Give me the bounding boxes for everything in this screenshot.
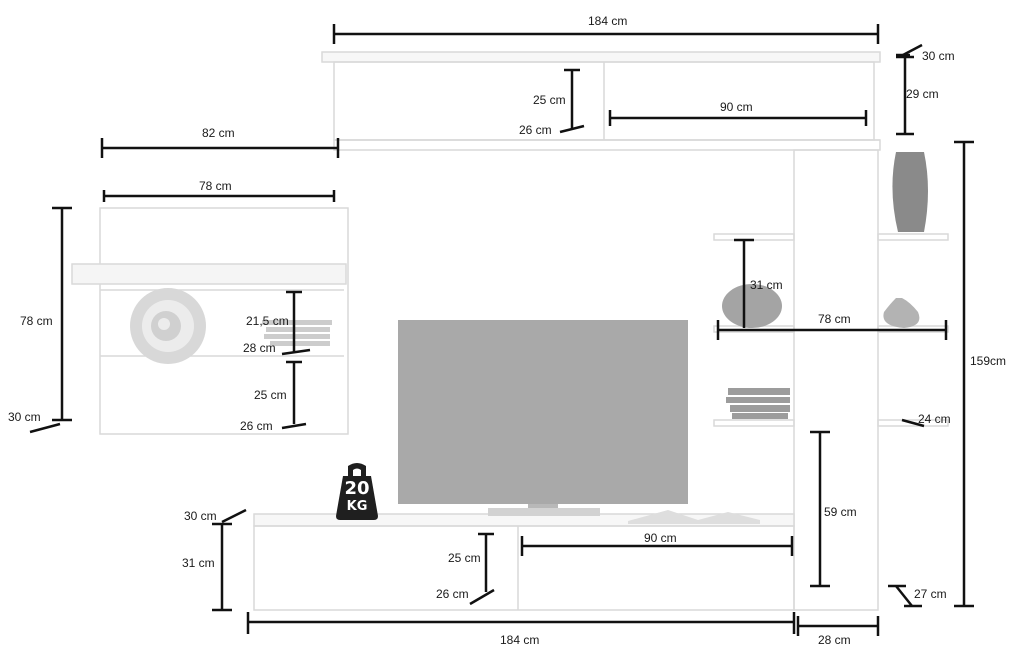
label-top-inner-depth: 26 cm xyxy=(519,123,552,137)
wall-cabinet-door xyxy=(71,263,347,285)
tall-vase xyxy=(892,152,928,232)
label-cabinet-inner-width: 78 cm xyxy=(199,179,232,193)
weight-unit: KG xyxy=(346,499,368,514)
label-base-inner-depth: 26 cm xyxy=(436,587,469,601)
label-shelf-spacing: 31 cm xyxy=(750,278,783,292)
weight-badge: 20 KG xyxy=(334,462,380,520)
label-total-height: 159cm xyxy=(970,354,1007,368)
open-book xyxy=(628,510,760,524)
decor xyxy=(130,152,928,524)
label-base-depth: 30 cm xyxy=(184,509,217,523)
wall-cabinet xyxy=(99,207,349,435)
label-cabinet-lower-height: 25 cm xyxy=(254,388,287,402)
label-shelf-width: 78 cm xyxy=(818,312,851,326)
label-cabinet-lower-depth: 26 cm xyxy=(240,419,273,433)
label-column-width: 28 cm xyxy=(818,633,851,647)
top-unit-lid xyxy=(321,51,881,63)
label-cabinet-shelf-depth: 28 cm xyxy=(243,341,276,355)
label-base-inner-height: 25 cm xyxy=(448,551,481,565)
tall-column xyxy=(793,149,879,611)
label-top-width: 184 cm xyxy=(588,14,628,28)
kettlebell-icon xyxy=(336,463,378,520)
shelf-books xyxy=(726,388,790,419)
label-base-height: 31 cm xyxy=(182,556,215,570)
shelf-left-3 xyxy=(713,419,795,427)
shelf-right-1 xyxy=(877,233,949,241)
label-column-depth: 27 cm xyxy=(914,587,947,601)
label-top-inner-width: 90 cm xyxy=(720,100,753,114)
label-base-width: 184 cm xyxy=(500,633,540,647)
label-top-height: 29 cm xyxy=(906,87,939,101)
base-unit-body xyxy=(253,525,795,611)
label-top-depth: 30 cm xyxy=(922,49,955,63)
label-cabinet-width: 82 cm xyxy=(202,126,235,140)
weight-number: 20 xyxy=(344,478,370,499)
label-top-inner-height: 25 cm xyxy=(533,93,566,107)
tv-stand-base xyxy=(488,508,600,516)
small-vase xyxy=(883,298,920,328)
label-column-height: 59 cm xyxy=(824,505,857,519)
label-cabinet-depth: 30 cm xyxy=(8,410,41,424)
dimension-lines xyxy=(29,24,974,636)
shelf-right-3 xyxy=(877,419,949,427)
spiral-sculpture xyxy=(130,288,206,364)
label-cabinet-shelf-height: 21,5 cm xyxy=(246,314,289,328)
label-cabinet-height: 78 cm xyxy=(20,314,53,328)
top-unit-base xyxy=(333,139,881,151)
label-shelf-depth: 24 cm xyxy=(918,412,951,426)
round-pot xyxy=(722,284,782,328)
cabinet-books xyxy=(262,320,332,346)
tv-stand-neck xyxy=(528,504,558,510)
tv-screen xyxy=(398,320,688,504)
label-base-inner-width: 90 cm xyxy=(644,531,677,545)
